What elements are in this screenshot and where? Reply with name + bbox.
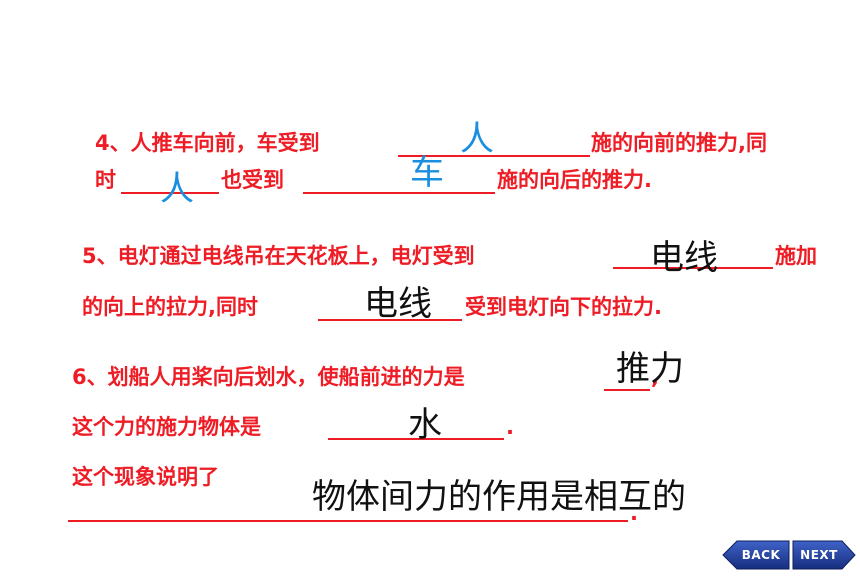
q5-answer-2: 电线 xyxy=(364,284,432,324)
q5-line1-prefix: 5、电灯通过电线吊在天花板上，电灯受到 xyxy=(82,244,475,268)
q4-blank-3[interactable] xyxy=(303,192,495,194)
q6-line4-end: . xyxy=(630,501,638,525)
q6-blank-3[interactable] xyxy=(68,520,628,522)
q4-line2-suffix: 施的向后的推力. xyxy=(497,168,652,192)
q4-answer-2: 人 xyxy=(160,169,194,209)
q5-line2-suffix: 受到电灯向下的拉力. xyxy=(465,295,662,319)
q6-line2-end: . xyxy=(506,415,514,439)
q6-line2: 这个力的施力物体是 xyxy=(72,415,261,439)
q5-line2-prefix: 的向上的拉力,同时 xyxy=(82,295,258,319)
q6-line1: 6、划船人用桨向后划水，使船前进的力是 xyxy=(72,365,465,389)
q6-answer-2: 水 xyxy=(408,405,442,445)
q6-blank-2[interactable] xyxy=(328,438,504,440)
q4-blank-1[interactable] xyxy=(398,155,590,157)
q4-line1-suffix: 施的向前的推力,同 xyxy=(591,131,767,155)
q5-line1-suffix: 施加 xyxy=(775,244,817,268)
q4-blank-2[interactable] xyxy=(121,192,219,194)
back-button-label: BACK xyxy=(741,548,781,562)
next-button[interactable]: NEXT xyxy=(792,538,856,572)
q6-answer-1: 推力 xyxy=(616,349,684,389)
q6-line1-end: , xyxy=(651,365,659,389)
next-arrow-icon xyxy=(792,540,856,570)
q5-answer-1: 电线 xyxy=(650,238,718,278)
q4-line2-middle: 也受到 xyxy=(221,168,284,192)
back-button[interactable]: BACK xyxy=(722,538,790,572)
q5-blank-2[interactable] xyxy=(318,319,462,321)
q6-line3: 这个现象说明了 xyxy=(72,465,219,489)
q4-answer-1: 人 xyxy=(460,119,494,159)
q4-line2-prefix: 时 xyxy=(95,168,116,192)
back-arrow-icon xyxy=(722,540,790,570)
q4-answer-3: 车 xyxy=(410,153,444,193)
q5-blank-1[interactable] xyxy=(613,267,773,269)
next-button-label: NEXT xyxy=(800,548,838,562)
q6-answer-3: 物体间力的作用是相互的 xyxy=(312,477,686,517)
q6-blank-1[interactable] xyxy=(604,389,650,391)
q4-line1-prefix: 4、人推车向前，车受到 xyxy=(95,131,320,155)
